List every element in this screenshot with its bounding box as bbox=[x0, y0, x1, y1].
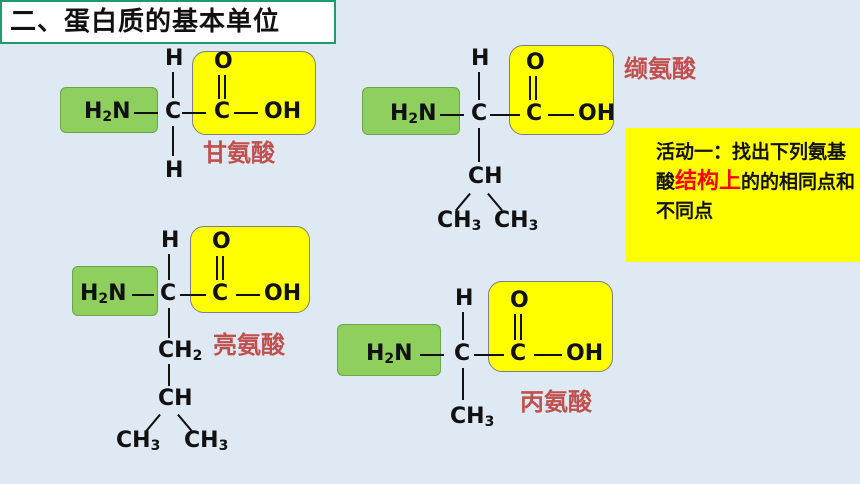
carboxyl-group-box bbox=[488, 281, 613, 372]
molecule-name: 亮氨酸 bbox=[213, 331, 285, 359]
hydrogen-top: H bbox=[455, 286, 474, 311]
bond bbox=[474, 354, 504, 356]
double-bond bbox=[529, 76, 531, 100]
double-bond bbox=[218, 75, 220, 99]
bond bbox=[440, 114, 464, 116]
alpha-carbon: C bbox=[165, 99, 182, 124]
carboxyl-carbon: C bbox=[526, 101, 543, 126]
r-group-ch3: CH3 bbox=[494, 208, 539, 234]
carboxyl-carbon: C bbox=[510, 341, 527, 366]
hydroxyl-label: OH bbox=[578, 101, 616, 126]
carboxyl-group-box bbox=[190, 226, 310, 313]
amine-label: H2N bbox=[80, 281, 127, 307]
bond bbox=[534, 354, 562, 356]
oxygen-label: O bbox=[526, 50, 545, 75]
bond bbox=[132, 294, 154, 296]
bond bbox=[462, 312, 464, 340]
bond bbox=[478, 128, 480, 162]
bond bbox=[236, 294, 260, 296]
carboxyl-carbon: C bbox=[214, 99, 231, 124]
bond bbox=[168, 308, 170, 338]
alpha-carbon: C bbox=[160, 281, 177, 306]
amine-label: H2N bbox=[390, 101, 437, 127]
activity-text-end: 的的相同点和不同点 bbox=[656, 171, 856, 222]
double-bond bbox=[514, 314, 516, 340]
r-group: H bbox=[165, 158, 184, 183]
double-bond bbox=[222, 256, 224, 280]
bond bbox=[420, 354, 444, 356]
carboxyl-carbon: C bbox=[212, 281, 229, 306]
bond bbox=[168, 254, 170, 280]
alpha-carbon: C bbox=[454, 341, 471, 366]
amine-label: H2N bbox=[84, 99, 131, 125]
r-group-ch: CH bbox=[158, 386, 193, 411]
oxygen-label: O bbox=[214, 49, 233, 74]
r-group-ch2: CH2 bbox=[158, 338, 203, 364]
oxygen-label: O bbox=[510, 288, 529, 313]
activity-box: 活动一：找出下列氨基酸结构上的的相同点和不同点 bbox=[626, 128, 860, 262]
carboxyl-group-box bbox=[509, 45, 614, 135]
r-group-ch3: CH3 bbox=[437, 208, 482, 234]
molecule-name: 甘氨酸 bbox=[203, 139, 275, 167]
hydroxyl-label: OH bbox=[264, 99, 302, 124]
slide-title: 二、蛋白质的基本单位 bbox=[0, 0, 336, 44]
amine-group-box bbox=[337, 324, 441, 376]
bond bbox=[548, 114, 574, 116]
r-group-ch3: CH3 bbox=[184, 428, 229, 454]
bond bbox=[478, 72, 480, 100]
double-bond bbox=[535, 76, 537, 100]
activity-highlight: 结构上 bbox=[675, 169, 742, 194]
bond bbox=[172, 126, 174, 156]
carboxyl-group-box bbox=[192, 51, 316, 135]
double-bond bbox=[224, 75, 226, 99]
activity-text: 活动一：找出下列氨基酸 bbox=[656, 141, 847, 193]
hydrogen-top: H bbox=[161, 228, 180, 253]
bond bbox=[182, 112, 206, 114]
oxygen-label: O bbox=[212, 229, 231, 254]
amine-group-box bbox=[60, 87, 158, 133]
r-group-ch3: CH3 bbox=[450, 404, 495, 430]
hydrogen-top: H bbox=[165, 46, 184, 71]
hydrogen-top: H bbox=[471, 46, 490, 71]
double-bond bbox=[216, 256, 218, 280]
r-group-ch: CH bbox=[468, 164, 503, 189]
hydroxyl-label: OH bbox=[566, 341, 604, 366]
bond bbox=[172, 72, 174, 98]
bond bbox=[180, 294, 206, 296]
bond bbox=[134, 112, 158, 114]
bond bbox=[168, 364, 170, 386]
alpha-carbon: C bbox=[471, 101, 488, 126]
double-bond bbox=[520, 314, 522, 340]
bond bbox=[234, 112, 258, 114]
hydroxyl-label: OH bbox=[264, 281, 302, 306]
molecule-name: 丙氨酸 bbox=[520, 388, 592, 416]
bond bbox=[490, 114, 520, 116]
amine-label: H2N bbox=[366, 341, 413, 367]
r-group-ch3: CH3 bbox=[116, 428, 161, 454]
molecule-name: 缬氨酸 bbox=[624, 55, 696, 83]
amine-group-box bbox=[72, 266, 158, 316]
amine-group-box bbox=[362, 87, 460, 135]
bond bbox=[462, 368, 464, 400]
